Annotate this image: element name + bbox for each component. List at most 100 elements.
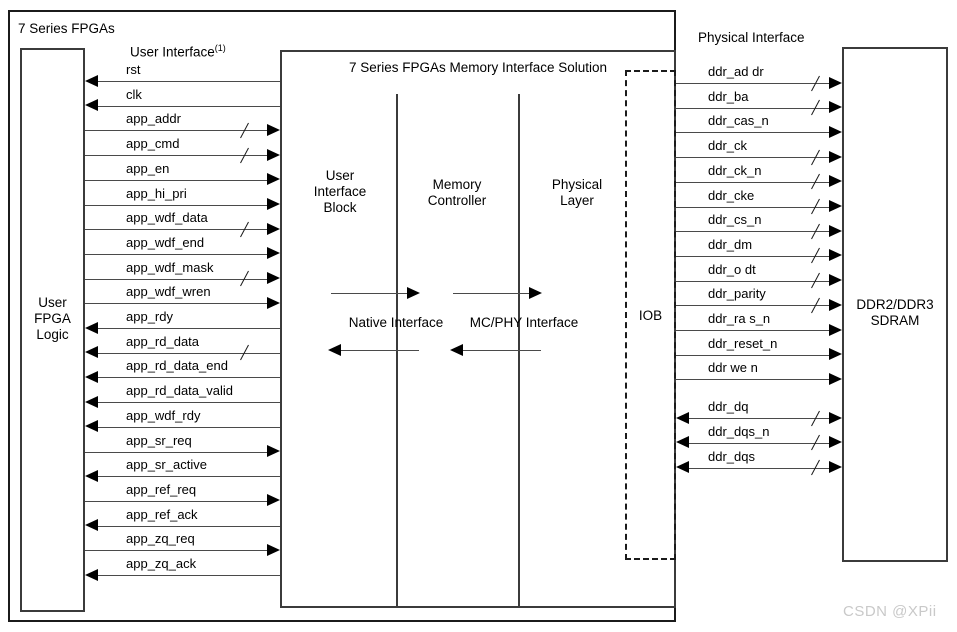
signal-wire-ddr_cke: [676, 206, 829, 208]
user-interface-block-line-2: Block: [323, 200, 357, 215]
signal-arrow-right-ddr_reset_n: [829, 348, 842, 361]
signal-label-app_en: app_en: [126, 160, 170, 176]
signal-wire-app_wdf_rdy: [98, 426, 280, 428]
signal-arrow-right-ddr_cke: [829, 200, 842, 212]
user-interface-heading-text: User Interface: [130, 44, 215, 60]
signal-label-rst: rst: [126, 62, 141, 77]
memory-controller-line-1: Controller: [427, 193, 487, 208]
signal-arrow-right-ddr_dqs_n: [829, 436, 842, 449]
signal-wire-app_en: [85, 179, 267, 181]
user-interface-heading: User Interface(1): [130, 41, 226, 60]
native-interface-arrow-return: [328, 343, 341, 356]
signal-label-app_zq_ack: app_zq_ack: [126, 556, 197, 571]
divider-native-interface: [396, 94, 398, 608]
signal-label-app_wdf_end: app_wdf_end: [126, 234, 205, 250]
signal-arrow-right-app_wdf_wren: [267, 296, 280, 309]
signal-arrow-right-app_ref_req: [267, 494, 280, 507]
signal-label-ddr_reset_n: ddr_reset_n: [708, 335, 778, 351]
signal-arrow-right-ddr we n: [829, 372, 842, 385]
divider-mcphy-interface: [518, 94, 520, 608]
signal-wire-ddr_ra s_n: [676, 330, 829, 331]
signal-label-app_rdy: app_rdy: [126, 309, 173, 324]
signal-arrow-right-app_cmd: [267, 148, 280, 161]
signal-wire-app_wdf_end: [85, 253, 267, 255]
signal-wire-ddr_ba: [676, 107, 829, 109]
signal-label-app_wdf_data: app_wdf_data: [126, 210, 208, 226]
signal-label-ddr_ck_n: ddr_ck_n: [708, 162, 762, 178]
signal-arrow-right-app_sr_req: [267, 445, 280, 457]
signal-label-ddr_parity: ddr_parity: [708, 286, 766, 302]
signal-label-app_zq_req: app_zq_req: [126, 531, 195, 547]
signal-wire-ddr_dqs: [689, 467, 829, 469]
signal-wire-ddr_ck: [676, 157, 829, 159]
signal-label-ddr_cke: ddr_cke: [708, 187, 755, 203]
signal-wire-ddr_cs_n: [676, 231, 829, 233]
native-interface-wire-return: [341, 350, 419, 351]
signal-label-ddr_dq: ddr_dq: [708, 399, 749, 415]
signal-label-ddr_ba: ddr_ba: [708, 88, 749, 104]
outer-fpga-label: 7 Series FPGAs: [18, 21, 115, 36]
signal-wire-app_rd_data_valid: [98, 402, 280, 404]
signal-label-ddr_dqs: ddr_dqs: [708, 448, 755, 464]
signal-label-app_sr_req: app_sr_req: [126, 432, 192, 448]
signal-arrow-right-ddr_ad dr: [829, 76, 842, 89]
signal-arrow-right-app_zq_req: [267, 543, 280, 556]
user-fpga-logic-line-1: FPGA: [34, 311, 71, 326]
iob-label: IOB: [638, 308, 663, 323]
mcphy-interface-arrow-forward: [529, 286, 542, 299]
user-interface-block-line-0: User: [325, 168, 355, 183]
signal-wire-app_wdf_wren: [85, 303, 267, 305]
signal-arrow-right-ddr_cas_n: [829, 125, 842, 138]
signal-arrow-right-ddr_ck_n: [829, 175, 842, 188]
signal-label-ddr_ck: ddr_ck: [708, 138, 748, 154]
signal-label-app_hi_pri: app_hi_pri: [126, 185, 187, 201]
signal-arrow-left-app_rdy: [85, 321, 98, 334]
watermark: CSDN @XPii: [843, 603, 937, 620]
signal-arrow-right-ddr_dqs: [829, 461, 842, 473]
signal-label-app_rd_data: app_rd_data: [126, 333, 200, 349]
signal-arrow-right-app_addr: [267, 123, 280, 136]
signal-arrow-right-ddr_ba: [829, 101, 842, 114]
signal-label-app_cmd: app_cmd: [126, 136, 180, 152]
signal-label-app_addr: app_addr: [126, 111, 181, 127]
signal-label-app_rd_data_valid: app_rd_data_valid: [126, 383, 233, 399]
signal-arrow-right-app_wdf_data: [267, 222, 280, 235]
signal-label-app_wdf_wren: app_wdf_wren: [126, 284, 211, 300]
signal-wire-clk: [98, 105, 280, 107]
signal-arrow-left-app_rd_data: [85, 346, 98, 359]
mcphy-interface-caption: MC/PHY Interface: [469, 315, 579, 330]
signal-wire-app_sr_active: [98, 476, 280, 478]
ddr-sdram-line-0: DDR2/DDR3: [856, 297, 934, 312]
signal-arrow-left-rst: [85, 74, 98, 87]
signal-wire-ddr_dm: [676, 255, 829, 257]
native-interface-arrow-forward: [407, 286, 420, 299]
signal-wire-ddr we n: [676, 379, 829, 381]
user-fpga-logic-line-0: User: [38, 295, 67, 310]
signal-label-ddr_cas_n: ddr_cas_n: [708, 113, 769, 129]
signal-wire-ddr_parity: [676, 305, 829, 307]
ddr-sdram-box: [842, 47, 948, 562]
signal-label-ddr_dm: ddr_dm: [708, 236, 753, 252]
signal-wire-app_wdf_mask: [85, 278, 267, 280]
signal-label-ddr_cs_n: ddr_cs_n: [708, 212, 762, 228]
mcphy-interface-wire-forward: [453, 293, 531, 294]
signal-arrow-left-app_wdf_rdy: [85, 420, 98, 433]
signal-wire-app_sr_req: [85, 451, 267, 453]
signal-wire-app_rdy: [98, 328, 280, 329]
signal-wire-rst: [98, 81, 280, 82]
signal-arrow-right-ddr_dq: [829, 411, 842, 424]
signal-wire-ddr_o dt: [676, 280, 829, 282]
mcphy-interface-wire-return: [463, 350, 541, 351]
signal-arrow-left-app_rd_data_end: [85, 370, 98, 383]
signal-wire-app_rd_data_end: [98, 377, 280, 379]
physical-layer-line-1: Layer: [560, 193, 594, 208]
signal-wire-ddr_dq: [689, 418, 829, 420]
signal-label-app_wdf_mask: app_wdf_mask: [126, 259, 214, 275]
signal-arrow-left-app_sr_active: [85, 469, 98, 482]
signal-arrow-right-ddr_o dt: [829, 274, 842, 287]
